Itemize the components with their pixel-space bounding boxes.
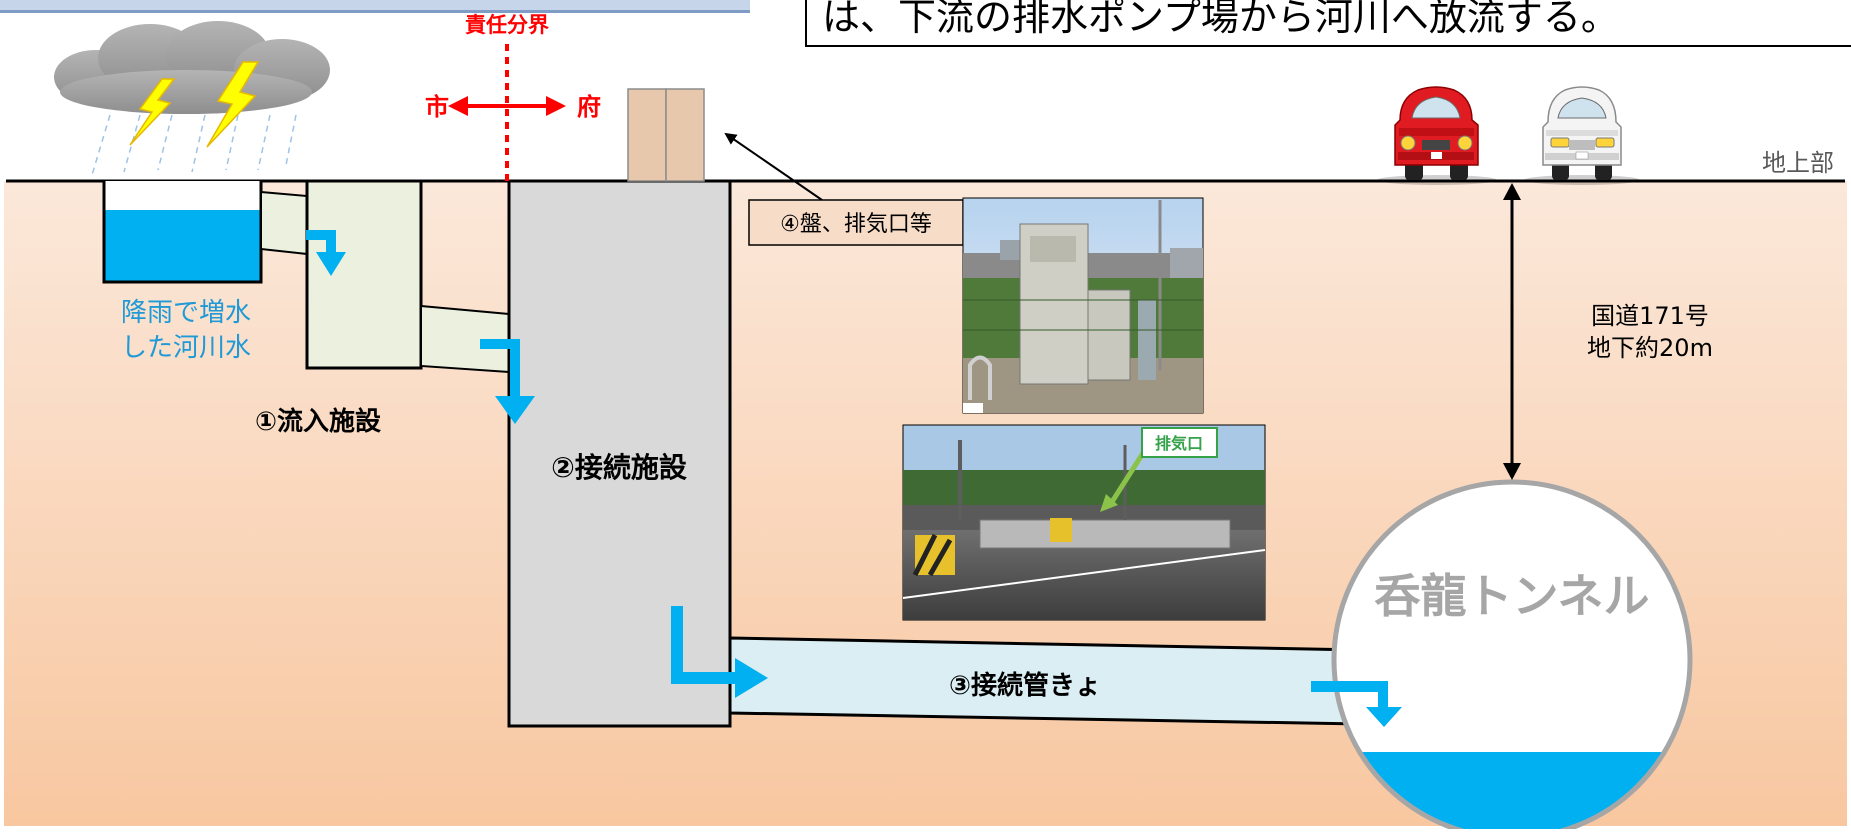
responsibility-boundary: 責任分界 市 府 bbox=[425, 13, 601, 181]
panel-label-box: ④盤、排気口等 bbox=[748, 199, 964, 246]
depth-label-1: 国道171号 bbox=[1591, 302, 1709, 330]
river-channel bbox=[102, 181, 263, 284]
lightning-bolt-icon bbox=[129, 78, 176, 146]
connection-facility-label: ②接続施設 bbox=[551, 451, 688, 484]
flow-arrow-1 bbox=[306, 230, 346, 276]
connection-facility bbox=[507, 179, 732, 728]
exhaust-tag-label: 排気口 bbox=[1155, 434, 1203, 453]
exhaust-tag: 排気口 bbox=[1141, 427, 1218, 458]
flow-arrow-4 bbox=[1311, 681, 1402, 727]
exhaust-port-photo: 排気口 bbox=[902, 424, 1266, 621]
panel-pointer-arrow bbox=[724, 132, 823, 201]
lightning-bolt-icon bbox=[206, 61, 260, 148]
depth-label-2: 地下約20m bbox=[1587, 334, 1713, 362]
header-box: は、下流の排水ポンプ場から河川へ放流する。 bbox=[805, 0, 1851, 47]
red-car-icon bbox=[1377, 86, 1497, 185]
storm-cloud-icon bbox=[54, 21, 330, 176]
river-water-label-2: した河川水 bbox=[121, 333, 251, 363]
river-water-label-1: 降雨で増水 bbox=[121, 298, 251, 328]
inflow-channel-pipe bbox=[260, 190, 308, 256]
ground-label: 地上部 bbox=[1762, 149, 1834, 177]
connecting-pipe-label: ③接続管きょ bbox=[949, 670, 1101, 701]
boundary-city: 市 bbox=[425, 93, 449, 121]
flow-arrow-3 bbox=[671, 606, 768, 698]
boundary-title: 責任分界 bbox=[465, 13, 549, 37]
equipment-photo bbox=[962, 197, 1204, 414]
tunnel-label: 呑龍トンネル bbox=[1374, 569, 1649, 623]
flow-arrow-2 bbox=[480, 339, 535, 424]
river-water bbox=[104, 210, 261, 282]
panel-boxes bbox=[627, 88, 705, 182]
title-bar-fragment bbox=[0, 0, 750, 13]
inflow-facility bbox=[305, 179, 423, 370]
header-text: は、下流の排水ポンプ場から河川へ放流する。 bbox=[822, 0, 1619, 39]
flow-arrows bbox=[306, 230, 1402, 727]
panel-label: ④盤、排気口等 bbox=[780, 212, 932, 237]
boundary-prefecture: 府 bbox=[577, 93, 601, 121]
depth-arrow bbox=[1503, 183, 1521, 480]
inflow-facility-label: ①流入施設 bbox=[255, 406, 382, 437]
white-car-icon bbox=[1524, 86, 1640, 185]
